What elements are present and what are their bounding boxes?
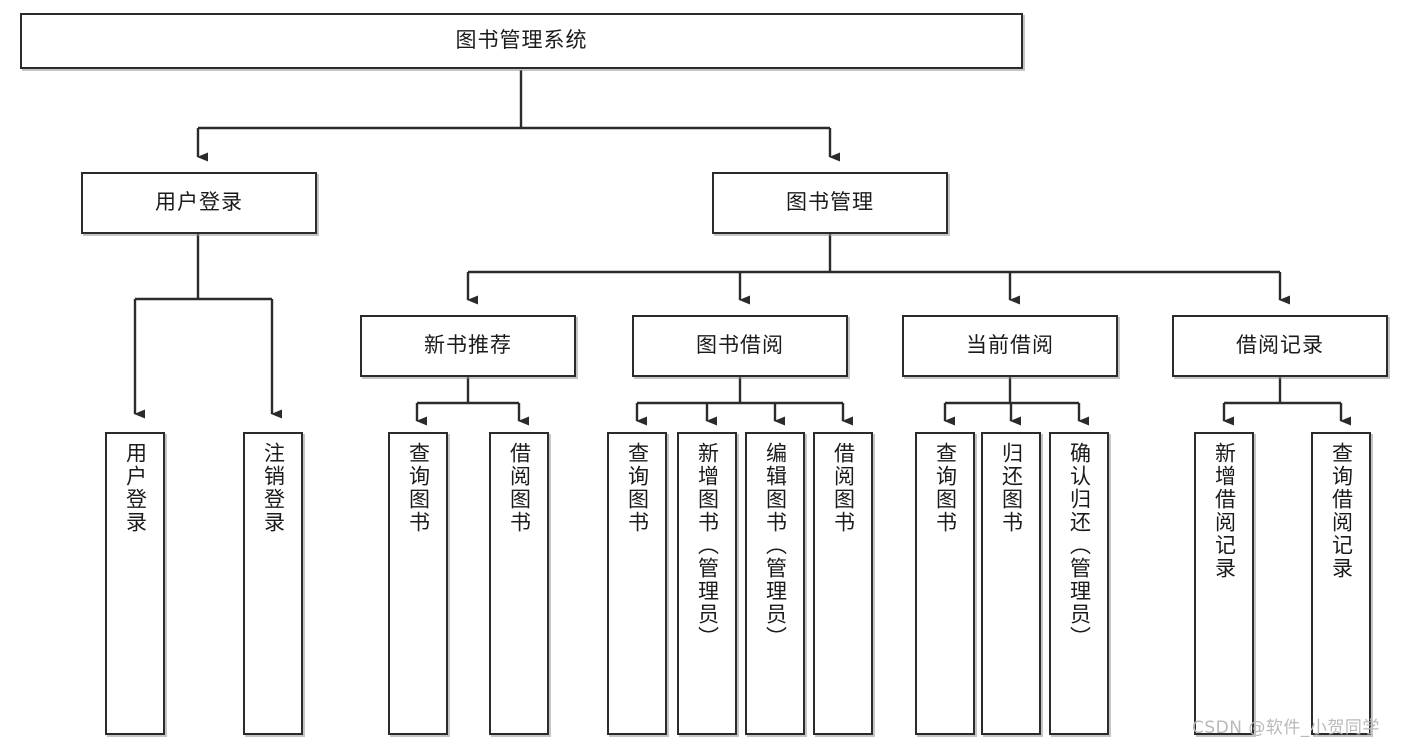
node-user-login-label: 用户登录 (155, 190, 243, 215)
node-leaf-7[interactable]: 编辑图书（管理员） (745, 432, 805, 735)
node-leaf-3[interactable]: 查询图书 (388, 432, 448, 735)
node-leaf-8[interactable]: 借阅图书 (813, 432, 873, 735)
node-leaf-1-label: 用户登录 (123, 442, 148, 534)
node-borrow-record-label: 借阅记录 (1236, 333, 1324, 358)
node-leaf-4-label: 借阅图书 (507, 442, 532, 534)
node-leaf-2[interactable]: 注销登录 (243, 432, 303, 735)
node-leaf-4[interactable]: 借阅图书 (489, 432, 549, 735)
node-leaf-2-label: 注销登录 (261, 442, 286, 534)
node-root-label: 图书管理系统 (455, 28, 588, 53)
node-borrow-record[interactable]: 借阅记录 (1172, 315, 1388, 377)
node-leaf-6-label: 新增图书（管理员） (695, 442, 720, 649)
node-current-borrow-label: 当前借阅 (966, 333, 1054, 358)
node-leaf-8-label: 借阅图书 (831, 442, 856, 534)
node-new-book-rec-label: 新书推荐 (424, 333, 512, 358)
node-leaf-7-label: 编辑图书（管理员） (763, 442, 788, 649)
node-user-login[interactable]: 用户登录 (81, 172, 317, 234)
node-new-book-rec[interactable]: 新书推荐 (360, 315, 576, 377)
node-book-borrow[interactable]: 图书借阅 (632, 315, 848, 377)
node-root[interactable]: 图书管理系统 (20, 13, 1023, 69)
node-leaf-3-label: 查询图书 (406, 442, 431, 534)
node-leaf-11-label: 确认归还（管理员） (1067, 442, 1092, 649)
node-leaf-6[interactable]: 新增图书（管理员） (677, 432, 737, 735)
node-leaf-10[interactable]: 归还图书 (981, 432, 1041, 735)
node-leaf-1[interactable]: 用户登录 (105, 432, 165, 735)
node-leaf-13-label: 查询借阅记录 (1329, 442, 1354, 580)
node-leaf-11[interactable]: 确认归还（管理员） (1049, 432, 1109, 735)
node-book-manage-label: 图书管理 (786, 190, 874, 215)
node-leaf-10-label: 归还图书 (999, 442, 1024, 534)
node-leaf-9[interactable]: 查询图书 (915, 432, 975, 735)
node-leaf-12[interactable]: 新增借阅记录 (1194, 432, 1254, 735)
node-leaf-5-label: 查询图书 (625, 442, 650, 534)
node-book-manage[interactable]: 图书管理 (712, 172, 948, 234)
node-leaf-13[interactable]: 查询借阅记录 (1311, 432, 1371, 735)
node-book-borrow-label: 图书借阅 (696, 333, 784, 358)
node-leaf-5[interactable]: 查询图书 (607, 432, 667, 735)
node-current-borrow[interactable]: 当前借阅 (902, 315, 1118, 377)
watermark: CSDN @软件_小贺同学 (1192, 718, 1380, 738)
node-leaf-12-label: 新增借阅记录 (1212, 442, 1237, 580)
node-leaf-9-label: 查询图书 (933, 442, 958, 534)
